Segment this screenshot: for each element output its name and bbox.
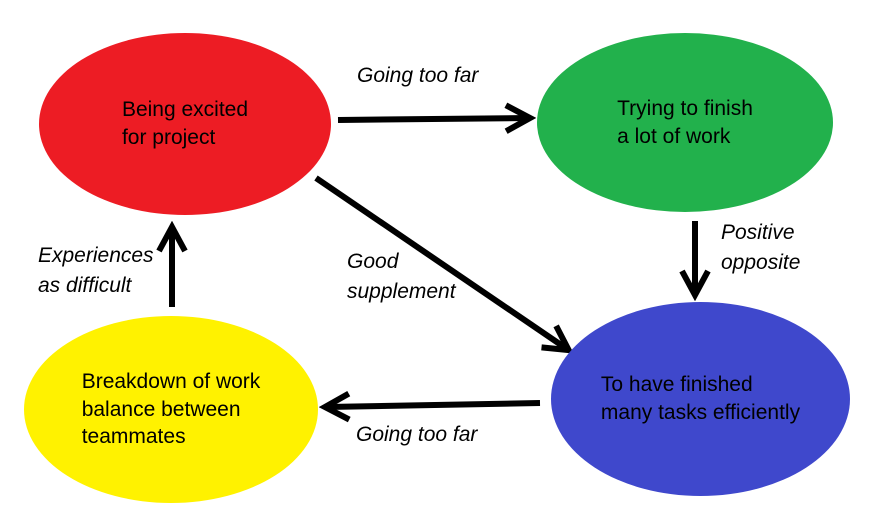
node-trying-to-finish: Trying to finish a lot of work (537, 33, 833, 212)
node-work-breakdown: Breakdown of work balance between teamma… (24, 316, 318, 503)
node-being-excited: Being excited for project (39, 33, 331, 215)
node-trying-to-finish-label: Trying to finish a lot of work (617, 96, 753, 148)
node-being-excited-label: Being excited for project (121, 98, 249, 149)
node-finished-tasks-label: To have finished many tasks efficiently (600, 373, 801, 424)
edge-label-good-supplement: Good supplement (347, 250, 456, 303)
edge-label-going-too-far-bottom: Going too far (356, 423, 478, 446)
arrow-excited-to-trying (337, 118, 528, 120)
arrow-finished-to-breakdown (327, 403, 541, 407)
edge-label-going-too-far-top: Going too far (357, 64, 479, 87)
edge-label-positive-opposite: Positive opposite (721, 221, 801, 274)
node-finished-tasks: To have finished many tasks efficiently (551, 302, 850, 496)
node-work-breakdown-label: Breakdown of work balance between teamma… (81, 369, 261, 449)
edge-label-experiences-as-difficult: Experiences as difficult (38, 244, 154, 297)
